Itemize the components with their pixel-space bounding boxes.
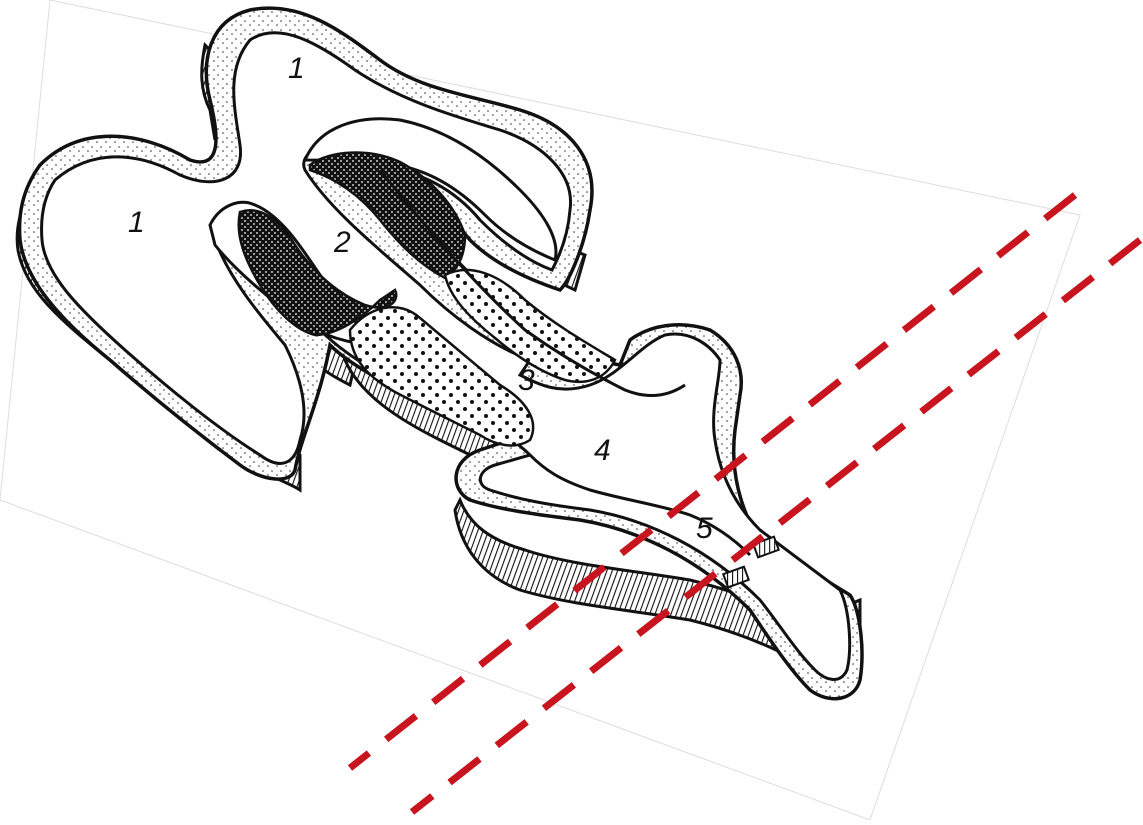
- label-region-3: 3: [518, 364, 535, 397]
- label-region-5: 5: [696, 512, 713, 545]
- label-region-1-top: 1: [288, 52, 305, 85]
- label-region-1-left: 1: [128, 206, 145, 239]
- label-region-4: 4: [594, 434, 611, 467]
- label-region-2: 2: [333, 226, 351, 259]
